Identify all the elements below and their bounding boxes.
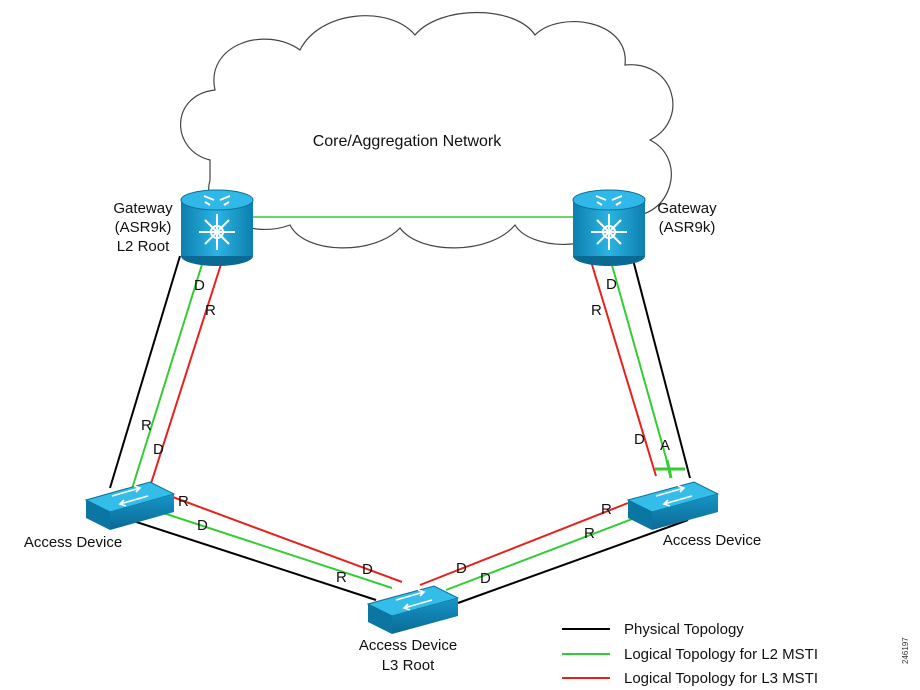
svg-text:(ASR9k): (ASR9k): [659, 219, 716, 236]
port-labels: D R R D D R D A R D R D D D R R: [141, 276, 670, 587]
port-label: R: [178, 493, 189, 510]
port-label: D: [606, 276, 617, 293]
port-label: D: [194, 277, 205, 294]
figure-id: 246197: [901, 637, 910, 664]
access-bottom-switch-icon[interactable]: [366, 585, 460, 634]
legend: Physical Topology Logical Topology for L…: [562, 621, 818, 687]
access-right-label: Access Device: [663, 532, 761, 549]
gateway-left-router-icon[interactable]: [180, 189, 254, 266]
port-label: R: [336, 569, 347, 586]
port-label: D: [634, 431, 645, 448]
port-label: D: [362, 561, 373, 578]
svg-text:Access Device: Access Device: [359, 637, 457, 654]
core-aggregation-cloud: Core/Aggregation Network: [180, 12, 674, 249]
link-accessright-accessbottom: [419, 502, 689, 604]
svg-text:Logical Topology for L2 MSTI: Logical Topology for L2 MSTI: [624, 646, 818, 663]
link-accessleft-accessbottom: [111, 495, 403, 601]
svg-text:L2 Root: L2 Root: [117, 238, 170, 255]
port-label: D: [153, 441, 164, 458]
port-label: R: [591, 302, 602, 319]
access-left-label: Access Device: [24, 534, 122, 551]
gateway-right-label: Gateway (ASR9k): [657, 200, 717, 236]
legend-item-l2: Logical Topology for L2 MSTI: [562, 646, 818, 663]
svg-text:Logical Topology for L3 MSTI: Logical Topology for L3 MSTI: [624, 670, 818, 687]
legend-item-l3: Logical Topology for L3 MSTI: [562, 670, 818, 687]
link-gwleft-accessleft: [109, 255, 224, 497]
svg-text:(ASR9k): (ASR9k): [115, 219, 172, 236]
svg-text:Gateway: Gateway: [113, 200, 173, 217]
gateway-right-router-icon[interactable]: [572, 189, 646, 266]
port-label: R: [601, 501, 612, 518]
legend-item-physical: Physical Topology: [562, 621, 744, 638]
svg-text:Physical Topology: Physical Topology: [624, 621, 744, 638]
svg-text:Gateway: Gateway: [657, 200, 717, 217]
port-label: A: [660, 437, 670, 454]
port-label: R: [205, 302, 216, 319]
port-label: R: [584, 525, 595, 542]
blocked-port-marker: [655, 459, 685, 479]
svg-text:L3 Root: L3 Root: [382, 657, 435, 674]
port-label: D: [197, 517, 208, 534]
cloud-label: Core/Aggregation Network: [313, 133, 503, 150]
port-label: R: [141, 417, 152, 434]
access-left-switch-icon[interactable]: [84, 481, 176, 530]
link-gwright-accessright: [589, 255, 691, 479]
port-label: D: [480, 570, 491, 587]
gateway-left-label: Gateway (ASR9k) L2 Root: [113, 200, 173, 255]
port-label: D: [456, 560, 467, 577]
access-right-switch-icon[interactable]: [626, 481, 720, 530]
access-bottom-label: Access Device L3 Root: [359, 637, 457, 674]
